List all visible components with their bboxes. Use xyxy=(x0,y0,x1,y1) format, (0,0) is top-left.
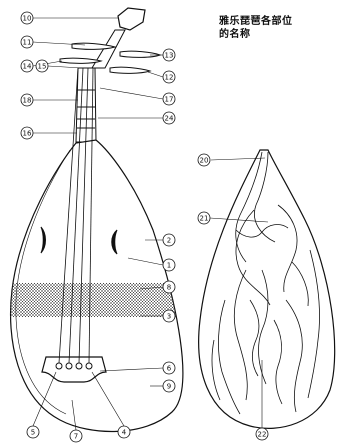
tuning-peg-left-lower xyxy=(60,58,101,63)
callout-3: 3 xyxy=(163,310,175,322)
callout-2-label: 2 xyxy=(167,237,171,245)
callout-11: 11 xyxy=(21,36,33,48)
callout-10: 10 xyxy=(21,12,33,24)
callout-21: 21 xyxy=(198,212,210,224)
callout-2: 2 xyxy=(163,234,175,246)
callout-1: 1 xyxy=(163,259,175,271)
callout-7: 7 xyxy=(70,430,82,442)
callout-17: 17 xyxy=(163,93,175,105)
callout-9-label: 9 xyxy=(167,383,171,391)
callout-13-label: 13 xyxy=(165,52,174,60)
callout-4-label: 4 xyxy=(122,429,127,437)
callout-18-label: 18 xyxy=(23,97,32,105)
callout-17-label: 17 xyxy=(165,96,174,104)
callout-8: 8 xyxy=(163,281,175,293)
callout-4: 4 xyxy=(118,426,130,438)
callout-24: 24 xyxy=(163,112,175,124)
callout-7-label: 7 xyxy=(74,433,78,441)
callout-6: 6 xyxy=(163,362,175,374)
callout-24-label: 24 xyxy=(165,115,174,123)
callout-6-label: 6 xyxy=(167,365,172,373)
head-ornament xyxy=(118,8,145,30)
callout-11-label: 11 xyxy=(23,39,32,47)
pipa-back-view xyxy=(199,150,335,428)
callout-12: 12 xyxy=(163,71,175,83)
callout-13: 13 xyxy=(163,49,175,61)
callout-20: 20 xyxy=(198,154,210,166)
callout-9: 9 xyxy=(163,380,175,392)
callout-21-label: 21 xyxy=(200,215,209,223)
callout-15-label: 15 xyxy=(38,63,47,71)
callout-16-label: 16 xyxy=(23,130,32,138)
tuning-peg-right-upper xyxy=(120,51,160,57)
callout-14-label: 14 xyxy=(23,63,32,71)
tuning-peg-right-lower xyxy=(110,67,150,73)
callout-1-label: 1 xyxy=(167,262,171,270)
callout-12-label: 12 xyxy=(165,74,174,82)
callout-14: 14 xyxy=(21,60,33,72)
callout-22-label: 22 xyxy=(258,431,267,439)
callout-15: 15 xyxy=(36,60,48,72)
callout-3-label: 3 xyxy=(167,313,171,321)
callout-18: 18 xyxy=(21,94,33,106)
callout-5-label: 5 xyxy=(31,429,35,437)
callout-8-label: 8 xyxy=(167,284,171,292)
callout-10-label: 10 xyxy=(23,15,32,23)
callout-5: 5 xyxy=(27,426,39,438)
callout-22: 22 xyxy=(256,428,268,440)
back-body xyxy=(199,150,335,428)
callout-20-label: 20 xyxy=(200,157,209,165)
callout-16: 16 xyxy=(21,127,33,139)
